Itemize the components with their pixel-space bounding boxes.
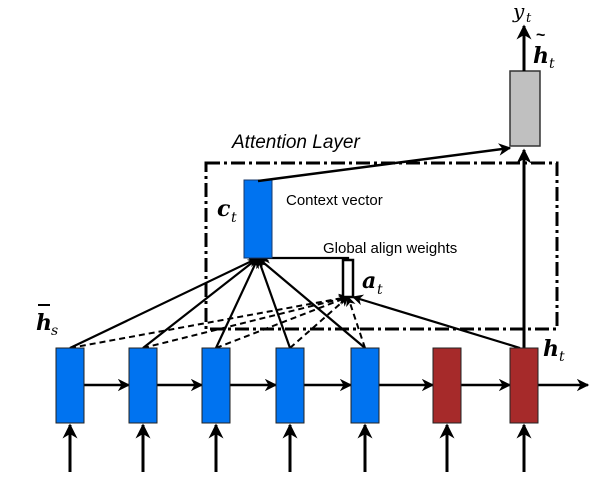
yt-label: y t (512, 0, 532, 26)
svg-text:s: s (51, 323, 58, 339)
svg-text:h: h (543, 336, 559, 362)
context-vector-label: Context vector (286, 192, 383, 209)
svg-text:h: h (36, 310, 52, 336)
svg-text:a: a (362, 268, 376, 294)
target-hidden-state (432, 347, 462, 424)
svg-text:t: t (377, 282, 383, 298)
context-vector-box (243, 179, 273, 259)
align-weights-box (341, 258, 355, 299)
attention-layer-label: Attention Layer (231, 132, 360, 153)
svg-text:h: h (533, 43, 549, 69)
ht-tilde-label: ~ h t (533, 27, 555, 72)
global-align-weights-label: Global align weights (323, 240, 457, 257)
rnn-chain (55, 347, 590, 472)
at-label: a t (362, 268, 383, 298)
ht-label: h t (543, 336, 565, 365)
target-hidden-state (509, 347, 539, 424)
source-to-align-edge (346, 296, 366, 349)
source-to-context-edge (69, 257, 259, 349)
at-to-ct-edge (258, 252, 350, 264)
ct-label: c t (217, 196, 237, 226)
ht-to-at-edge (351, 294, 521, 350)
alignment-edges (69, 293, 366, 349)
svg-text:t: t (559, 349, 565, 365)
source-to-align-edge (215, 295, 349, 349)
source-hidden-state (55, 347, 85, 424)
svg-text:t: t (231, 210, 237, 226)
svg-text:t: t (549, 56, 555, 72)
source-to-align-edge (289, 296, 349, 349)
attention-layer-box (204, 161, 559, 331)
hs-bar-label: h s (36, 304, 58, 339)
svg-text:~: ~ (536, 27, 545, 44)
source-to-align-edge (69, 293, 349, 349)
svg-text:t: t (526, 11, 532, 26)
source-hidden-state (350, 347, 380, 424)
attentional-hidden-box (509, 70, 541, 147)
ct-to-output-edge (257, 143, 512, 183)
svg-text:y: y (512, 0, 525, 23)
source-hidden-state (275, 347, 305, 424)
source-to-context-edge (142, 257, 259, 349)
source-to-context-edge (256, 256, 292, 349)
source-hidden-state (128, 347, 158, 424)
source-hidden-state (201, 347, 231, 424)
svg-text:c: c (217, 196, 231, 222)
source-to-context-edge (215, 257, 259, 349)
source-to-align-edge (142, 294, 349, 349)
